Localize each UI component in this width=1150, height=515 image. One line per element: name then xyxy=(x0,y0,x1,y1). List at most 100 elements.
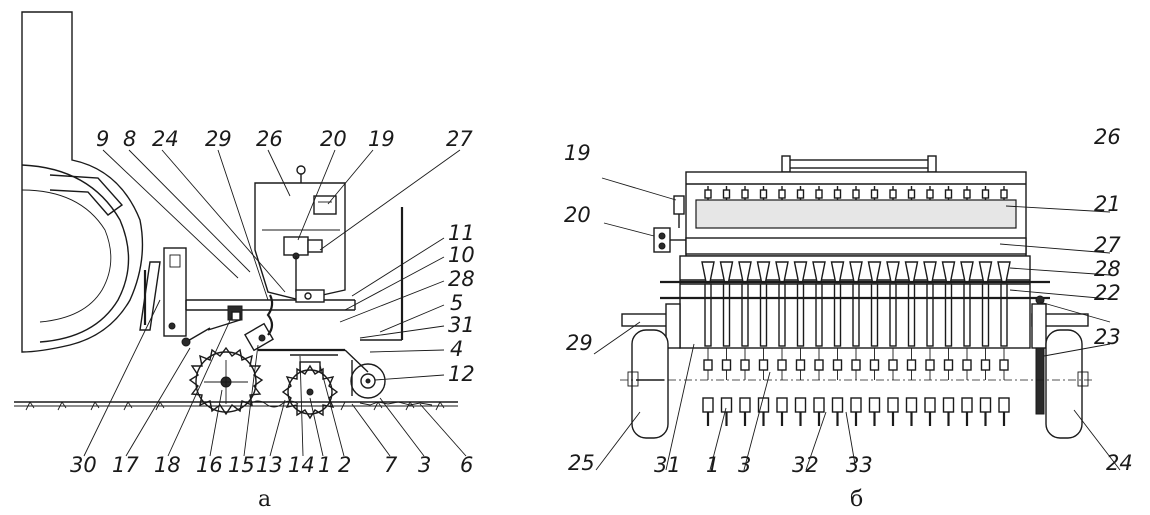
callouts-top-a: 9 8 24 29 26 20 19 27 xyxy=(96,127,473,151)
callout-28: 28 xyxy=(448,267,475,291)
seed-tube xyxy=(944,283,953,347)
ground-line xyxy=(14,400,458,411)
seed-tube xyxy=(722,283,731,347)
callout-b-29: 29 xyxy=(566,331,593,355)
seed-tube xyxy=(870,283,879,347)
meter-cap xyxy=(870,189,879,199)
meter-cap xyxy=(759,189,768,199)
meter-cap xyxy=(963,189,971,199)
seed-tube xyxy=(1000,283,1008,347)
callout-b-24: 24 xyxy=(1106,451,1133,475)
callout-9: 9 xyxy=(96,127,109,151)
opener-body xyxy=(721,359,732,371)
opener-body xyxy=(888,359,898,371)
opener-body xyxy=(943,359,954,371)
opener-body xyxy=(703,359,713,371)
opener-body xyxy=(980,359,991,371)
seed-tube xyxy=(889,283,897,347)
opener-disc xyxy=(868,397,881,413)
opener-disc xyxy=(942,397,955,413)
meter-cap xyxy=(741,189,749,199)
press-wheel xyxy=(344,349,386,399)
seed-tube xyxy=(815,283,823,347)
opener-disc xyxy=(998,397,1010,413)
seed-tube xyxy=(759,283,768,347)
drive-box xyxy=(653,195,686,253)
callout-b-23: 23 xyxy=(1094,325,1121,349)
meter-cap xyxy=(833,189,842,199)
opener-disc xyxy=(813,397,825,413)
meter-cap xyxy=(778,189,786,199)
callout-b-21: 21 xyxy=(1094,192,1121,216)
meter-cap xyxy=(704,189,712,199)
opener-disc xyxy=(887,397,899,413)
seed-tube xyxy=(852,283,860,347)
callouts-right-a: 11 10 28 5 31 4 12 xyxy=(448,221,475,386)
callout-16: 16 xyxy=(196,453,223,477)
callout-27: 27 xyxy=(446,127,473,151)
seed-tubes xyxy=(701,261,1011,347)
hopper-lid-handle xyxy=(781,155,937,173)
seed-tube xyxy=(778,283,786,347)
meter-cap xyxy=(796,189,805,199)
opener-body xyxy=(869,359,880,371)
opener-disc xyxy=(776,397,788,413)
seed-tube xyxy=(963,283,971,347)
callout-b-26: 26 xyxy=(1094,125,1121,149)
seed-tube xyxy=(833,283,842,347)
callout-17: 17 xyxy=(112,453,139,477)
callout-b-32: 32 xyxy=(792,453,819,477)
callout-31: 31 xyxy=(448,313,475,337)
meter-cap xyxy=(944,189,953,199)
callout-2: 2 xyxy=(338,453,351,477)
callout-29: 29 xyxy=(205,127,232,151)
callout-b-27: 27 xyxy=(1094,233,1121,257)
callout-30: 30 xyxy=(70,453,97,477)
opener-disc xyxy=(850,397,862,413)
callout-b-3: 3 xyxy=(738,453,751,477)
seed-hopper xyxy=(254,165,346,301)
opener-body xyxy=(795,359,806,371)
opener-body xyxy=(999,359,1009,371)
callouts-bottom-a: 30 17 18 16 15 13 14 1 2 7 3 6 xyxy=(70,453,473,477)
seed-tube xyxy=(981,283,990,347)
figure-caption-a: а xyxy=(258,487,271,512)
callout-13: 13 xyxy=(256,453,283,477)
callout-1: 1 xyxy=(318,453,331,477)
callout-8: 8 xyxy=(123,127,136,151)
toothed-disc xyxy=(188,346,264,416)
rear-rail xyxy=(360,207,404,341)
seed-tube xyxy=(704,283,712,347)
seed-tube xyxy=(741,283,749,347)
tractor-rear xyxy=(21,11,144,353)
opener-disc xyxy=(794,397,807,413)
callout-14: 14 xyxy=(288,453,315,477)
opener-disc xyxy=(702,397,714,413)
meter-cap xyxy=(926,189,934,199)
opener-disc xyxy=(831,397,844,413)
leader-lines-b xyxy=(593,177,1121,471)
opener-disc xyxy=(905,397,918,413)
callout-b-28: 28 xyxy=(1094,257,1121,281)
opener-body xyxy=(740,359,750,371)
callout-26: 26 xyxy=(256,127,283,151)
callouts-bottom-b: 1 3 32 33 xyxy=(706,453,873,477)
opener-body xyxy=(832,359,843,371)
opener-body xyxy=(851,359,861,371)
callout-19: 19 xyxy=(368,127,395,151)
figure-caption-b: б xyxy=(850,487,863,512)
callout-b-33: 33 xyxy=(846,453,873,477)
callout-b-31: 31 xyxy=(654,453,681,477)
left-wheel xyxy=(627,329,669,439)
front-view-drawing: 19 20 29 25 31 26 21 27 28 22 23 24 1 3 … xyxy=(564,125,1133,512)
callout-5: 5 xyxy=(450,291,463,315)
meter-cap xyxy=(889,189,897,199)
callout-18: 18 xyxy=(154,453,181,477)
callouts-left-b: 19 20 29 25 31 xyxy=(564,141,681,477)
callout-24: 24 xyxy=(152,127,179,151)
hopper-box xyxy=(685,171,1027,257)
callout-15: 15 xyxy=(228,453,255,477)
right-wheel xyxy=(1035,329,1089,439)
callout-b-19: 19 xyxy=(564,141,591,165)
